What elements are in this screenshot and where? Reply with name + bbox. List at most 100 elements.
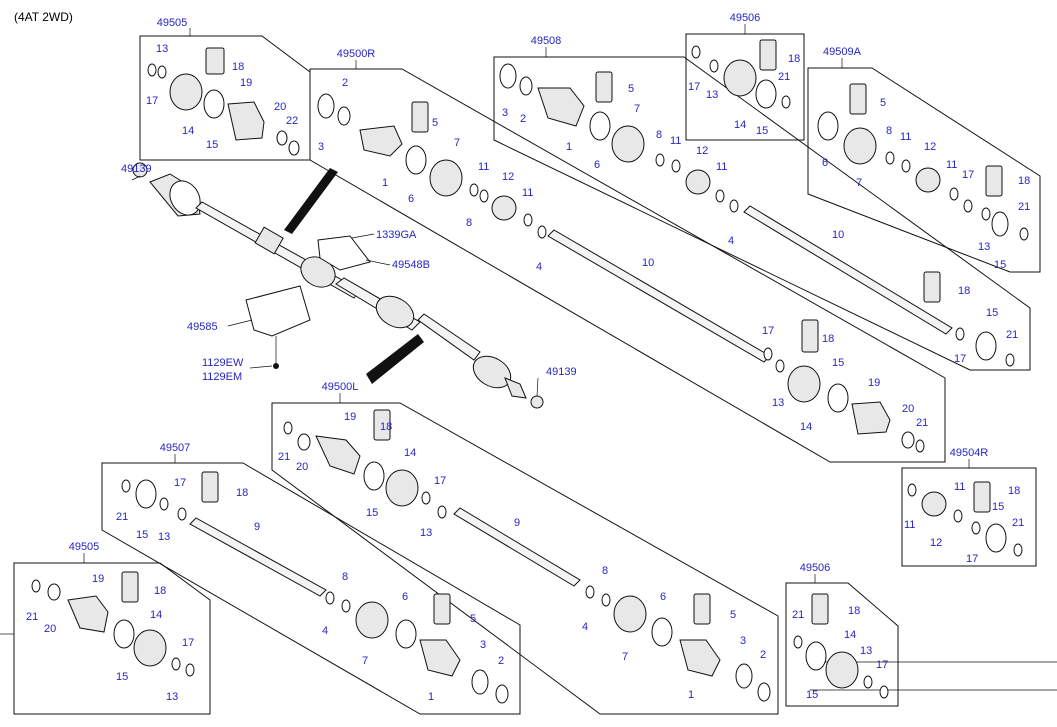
svg-text:15: 15 (994, 259, 1006, 271)
svg-text:17: 17 (182, 637, 194, 649)
group-49507: 21 17 18 15 13 9 8 4 6 5 7 3 2 1 (116, 471, 509, 704)
svg-text:8: 8 (656, 129, 662, 141)
label-49500R: 49500R (337, 48, 376, 60)
label-49505-bottom: 49505 (69, 541, 100, 553)
group-49505-bottom: 21 19 20 18 14 15 17 13 (26, 571, 195, 703)
svg-text:15: 15 (206, 139, 218, 151)
svg-text:6: 6 (660, 591, 666, 603)
shaft-9-right (189, 517, 327, 597)
svg-text:6: 6 (408, 193, 414, 205)
svg-text:15: 15 (366, 507, 378, 519)
box-49507 (101, 462, 521, 715)
svg-text:17: 17 (762, 325, 774, 337)
label-49508: 49508 (531, 35, 562, 47)
svg-text:12: 12 (924, 141, 936, 153)
svg-text:13: 13 (158, 531, 170, 543)
svg-text:21: 21 (1018, 201, 1030, 213)
svg-text:8: 8 (886, 125, 892, 137)
diagram-caption: (4AT 2WD) (14, 10, 73, 24)
svg-text:18: 18 (1018, 175, 1030, 187)
svg-text:18: 18 (822, 333, 834, 345)
svg-text:14: 14 (800, 421, 812, 433)
svg-text:17: 17 (954, 353, 966, 365)
svg-text:21: 21 (792, 609, 804, 621)
label-49505-top: 49505 (157, 17, 188, 29)
svg-text:8: 8 (342, 571, 348, 583)
svg-text:18: 18 (236, 487, 248, 499)
hub-nut-bottom (530, 395, 544, 409)
group-49506-top: 17 13 18 21 14 15 (688, 39, 800, 137)
shaft-10-upper (743, 205, 953, 335)
heat-shield-49548B (317, 235, 371, 271)
svg-text:7: 7 (454, 137, 460, 149)
box-outlines (0, 33, 1057, 715)
box-49505-bottom (13, 562, 211, 715)
svg-text:2: 2 (520, 113, 526, 125)
svg-text:21: 21 (1006, 329, 1018, 341)
svg-text:3: 3 (480, 639, 486, 651)
group-49504R: 11 11 18 12 15 21 17 (904, 481, 1024, 565)
svg-text:21: 21 (278, 451, 290, 463)
svg-text:10: 10 (832, 229, 844, 241)
damper (254, 226, 284, 255)
svg-text:11: 11 (478, 161, 489, 173)
svg-text:21: 21 (26, 611, 38, 623)
box-49500R (309, 68, 946, 463)
svg-text:8: 8 (602, 565, 608, 577)
svg-text:19: 19 (344, 411, 356, 423)
part-1129EW: 1129EW (202, 357, 244, 369)
svg-text:14: 14 (734, 119, 746, 131)
svg-text:17: 17 (962, 169, 974, 181)
group-49509A: 6 5 7 8 11 12 11 17 18 21 13 15 10 18 17… (817, 83, 1030, 367)
svg-text:3: 3 (318, 141, 324, 153)
svg-text:13: 13 (978, 241, 990, 253)
svg-text:6: 6 (402, 591, 408, 603)
svg-text:2: 2 (498, 655, 504, 667)
svg-text:4: 4 (582, 621, 588, 633)
svg-text:3: 3 (502, 107, 508, 119)
svg-text:5: 5 (880, 97, 886, 109)
arrow-lower (366, 334, 424, 384)
main-shaft-labels: 49139 49139 1339GA 49548B 49585 1129EW 1… (121, 163, 577, 397)
svg-text:14: 14 (150, 609, 162, 621)
svg-text:4: 4 (728, 235, 734, 247)
label-49507: 49507 (160, 442, 191, 454)
svg-text:9: 9 (254, 521, 260, 533)
svg-text:19: 19 (92, 573, 104, 585)
svg-text:11: 11 (900, 131, 911, 143)
svg-text:4: 4 (536, 261, 542, 273)
svg-text:15: 15 (992, 501, 1004, 513)
svg-text:5: 5 (730, 609, 736, 621)
svg-text:2: 2 (760, 649, 766, 661)
svg-text:20: 20 (274, 101, 286, 113)
boot-lower-inner (375, 295, 415, 329)
svg-text:21: 21 (1012, 517, 1024, 529)
bracket-49585 (245, 285, 311, 337)
svg-text:13: 13 (860, 645, 872, 657)
svg-text:17: 17 (434, 475, 446, 487)
shaft-9-left (453, 507, 581, 587)
svg-text:12: 12 (502, 171, 514, 183)
svg-text:14: 14 (182, 125, 194, 137)
svg-text:11: 11 (946, 159, 957, 171)
box-49500L (271, 402, 779, 715)
main-assembled-shaft (132, 162, 544, 409)
svg-text:15: 15 (116, 671, 128, 683)
group-49508: 3 2 5 1 6 7 8 11 12 11 4 (499, 63, 953, 335)
svg-text:17: 17 (966, 553, 978, 565)
box-49506-bottom (785, 582, 899, 707)
box-49509A (807, 67, 1041, 273)
shaft-10-right (547, 229, 771, 363)
group-49506-bottom: 21 18 14 13 17 15 (792, 593, 889, 701)
svg-text:13: 13 (420, 527, 432, 539)
svg-text:14: 14 (404, 447, 416, 459)
svg-text:20: 20 (44, 623, 56, 635)
svg-text:15: 15 (832, 357, 844, 369)
svg-text:15: 15 (806, 689, 818, 701)
svg-text:7: 7 (856, 177, 862, 189)
svg-text:8: 8 (466, 217, 472, 229)
group-49500L: 21 19 20 18 14 15 17 13 9 8 4 6 5 7 3 2 … (278, 409, 771, 702)
svg-text:14: 14 (844, 629, 856, 641)
svg-text:4: 4 (322, 625, 328, 637)
